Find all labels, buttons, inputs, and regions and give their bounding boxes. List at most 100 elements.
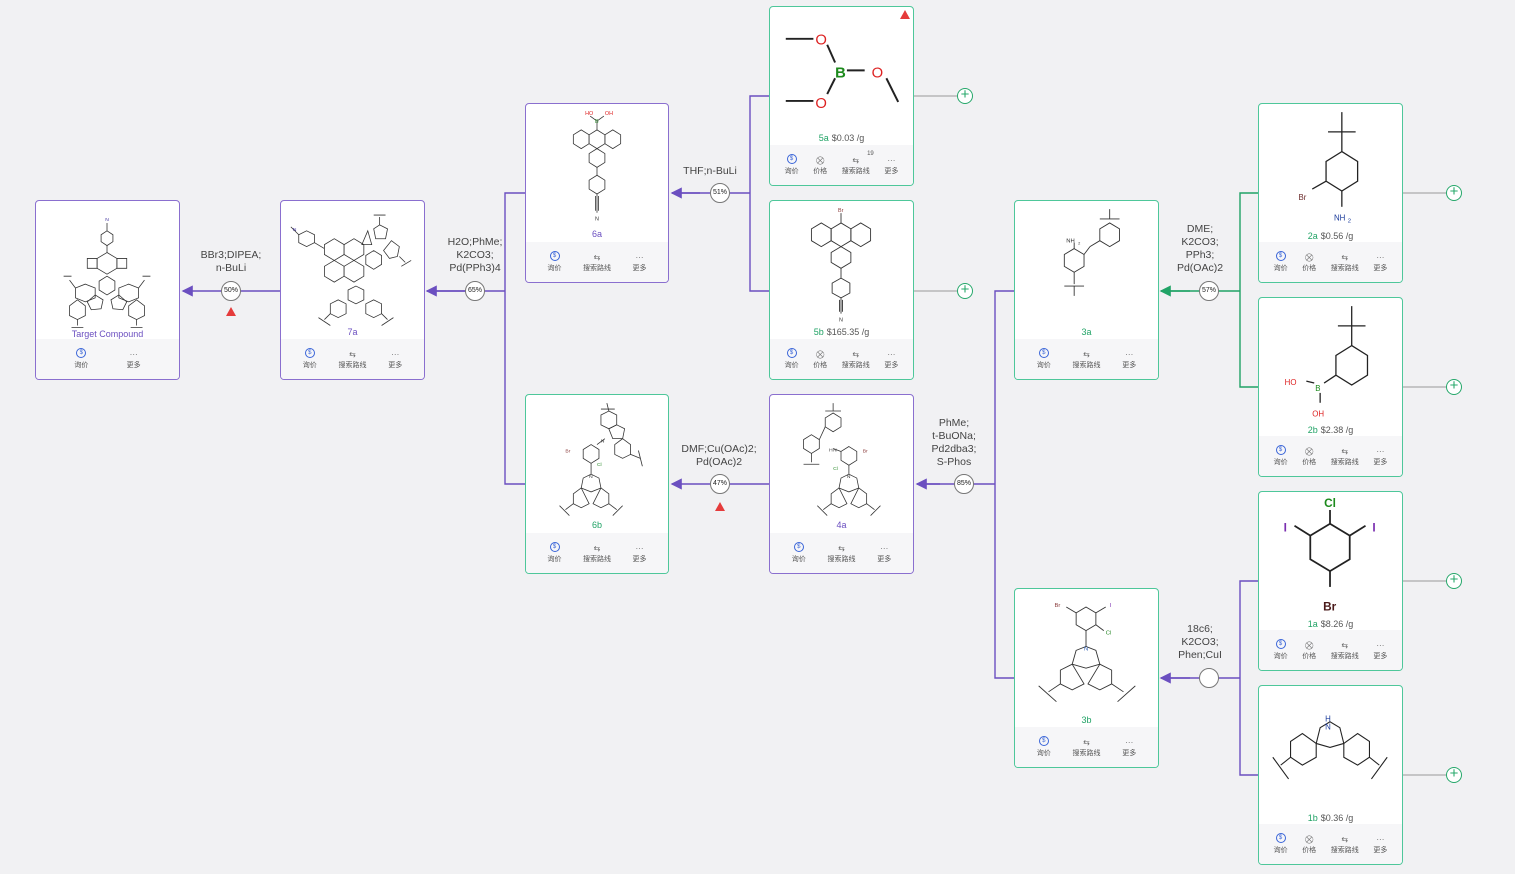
more-button[interactable]: ··· 更多 <box>1373 640 1388 660</box>
expand-5b-button[interactable]: + <box>957 282 973 299</box>
yield-badge-r1[interactable]: 50% <box>221 281 241 301</box>
more-button[interactable]: ··· 更多 <box>884 155 899 175</box>
inquire-price-button[interactable]: $ 询价 <box>1273 251 1288 272</box>
cart-icon: ⛒ <box>1305 640 1314 650</box>
inquire-price-button[interactable]: $ 询价 <box>1036 348 1051 369</box>
molecule-structure: O B O O <box>770 7 913 185</box>
node-card-5a[interactable]: O B O O 5a$0.03 /g $ 询价 ⛒ 价格 ⇆ 19 搜索路线 ·… <box>769 6 914 186</box>
warning-triangle-icon[interactable] <box>715 502 725 511</box>
price-button[interactable]: ⛒ 价格 <box>1302 252 1317 272</box>
search-route-button[interactable]: ⇆ 搜索路线 <box>1072 349 1101 369</box>
node-card-7a[interactable]: N 7a $ 询价 ⇆ 搜索路线 ··· 更多 <box>280 200 425 380</box>
inquire-price-button[interactable]: $ 询价 <box>547 542 562 563</box>
node-card-1a[interactable]: Cl I I Br 1a$8.26 /g $ 询价 ⛒ 价格 ⇆ 搜索路线 ··… <box>1258 491 1403 671</box>
node-card-6b[interactable]: Br Cl N N 6b $ 询价 ⇆ 搜索路线 ··· 更多 <box>525 394 669 574</box>
more-dots-icon: ··· <box>887 349 896 359</box>
inquire-price-button[interactable]: $ 询价 <box>1273 445 1288 466</box>
molecule-structure: H N Br Cl N <box>770 395 913 573</box>
price-button[interactable]: ⛒ 价格 <box>813 155 828 175</box>
search-route-button[interactable]: ⇆ 搜索路线 <box>1330 446 1359 466</box>
compound-label: 7a <box>347 327 358 337</box>
svg-text:Cl: Cl <box>1106 631 1112 637</box>
inquire-price-button[interactable]: $ 询价 <box>1273 833 1288 854</box>
node-card-2b[interactable]: HO B OH 2b$2.38 /g $ 询价 ⛒ 价格 ⇆ 搜索路线 ··· … <box>1258 297 1403 477</box>
price-button[interactable]: ⛒ 价格 <box>813 349 828 369</box>
search-route-button[interactable]: ⇆ 搜索路线 <box>583 543 611 563</box>
inquire-price-button[interactable]: $ 询价 <box>1036 736 1051 757</box>
compound-label: 5a$0.03 /g <box>818 133 865 143</box>
svg-text:O: O <box>815 96 827 112</box>
inquire-price-button[interactable]: $ 询价 <box>784 348 799 369</box>
yield-badge-r3[interactable]: 51% <box>710 183 730 203</box>
card-actions: $ 询价 ⛒ 价格 ⇆ 19 搜索路线 ··· 更多 <box>770 145 913 185</box>
more-button[interactable]: ··· 更多 <box>1122 349 1137 369</box>
node-card-1b[interactable]: H N 1b$0.36 /g $ 询价 ⛒ 价格 ⇆ 搜索路线 ··· 更多 <box>1258 685 1403 865</box>
node-card-3b[interactable]: Br I Cl N 3b $ 询价 ⇆ 搜索路线 ··· 更多 <box>1014 588 1159 768</box>
more-button[interactable]: ··· 更多 <box>126 349 141 369</box>
node-card-2a[interactable]: Br NH 2 2a$0.56 /g $ 询价 ⛒ 价格 ⇆ 搜索路线 ··· … <box>1258 103 1403 283</box>
node-card-6a[interactable]: HO OH B N 6a $ 询价 ⇆ 搜索路线 ··· 更多 <box>525 103 669 283</box>
inquire-price-button[interactable]: $ 询价 <box>1273 639 1288 660</box>
yield-badge-r2[interactable]: 65% <box>465 281 485 301</box>
price-button[interactable]: ⛒ 价格 <box>1302 446 1317 466</box>
node-card-target-compound[interactable]: N Target Compound $ 询价 ··· 更多 <box>35 200 180 380</box>
more-button[interactable]: ··· 更多 <box>388 349 403 369</box>
reaction-conditions-r2: H2O;PhMe; K2CO3; Pd(PPh3)4 <box>447 236 503 274</box>
inquire-price-button[interactable]: $ 询价 <box>791 542 806 563</box>
node-card-3a[interactable]: NH 2 3a $ 询价 ⇆ 搜索路线 ··· 更多 <box>1014 200 1159 380</box>
more-button[interactable]: ··· 更多 <box>632 252 647 272</box>
search-route-button[interactable]: ⇆ 搜索路线 <box>1072 737 1101 757</box>
inquire-price-button[interactable]: $ 询价 <box>302 348 317 369</box>
coin-icon: $ <box>786 154 797 164</box>
search-route-button[interactable]: ⇆ 搜索路线 <box>1330 834 1359 854</box>
search-route-button[interactable]: ⇆ 搜索路线 <box>1330 640 1359 660</box>
search-route-button[interactable]: ⇆ 搜索路线 <box>841 349 870 369</box>
search-route-button[interactable]: ⇆ 搜索路线 <box>338 349 367 369</box>
expand-1a-button[interactable]: + <box>1446 572 1462 589</box>
inquire-price-button[interactable]: $ 询价 <box>74 348 89 369</box>
more-button[interactable]: ··· 更多 <box>632 543 647 563</box>
svg-text:Cl: Cl <box>597 462 602 468</box>
node-card-5b[interactable]: Br N 5b$165.35 /g $ 询价 ⛒ 价格 ⇆ 搜索路线 ··· 更… <box>769 200 914 380</box>
more-button[interactable]: ··· 更多 <box>1373 834 1388 854</box>
expand-2b-button[interactable]: + <box>1446 378 1462 395</box>
search-route-button[interactable]: ⇆ 搜索路线 <box>1330 252 1359 272</box>
expand-2a-button[interactable]: + <box>1446 184 1462 201</box>
route-search-icon: ⇆ <box>852 349 860 359</box>
more-button[interactable]: ··· 更多 <box>1373 446 1388 466</box>
more-dots-icon: ··· <box>1125 349 1134 359</box>
card-actions: $ 询价 ⇆ 搜索路线 ··· 更多 <box>1015 339 1158 379</box>
compound-label: 5b$165.35 /g <box>813 327 870 337</box>
warning-triangle-icon[interactable] <box>900 10 910 19</box>
reaction-conditions-r5: PhMe; t-BuONa; Pd2dba3; S-Phos <box>931 417 977 468</box>
coin-icon: $ <box>304 348 315 358</box>
reaction-conditions-r3: THF;n-BuLi <box>683 165 737 177</box>
yield-badge-r6[interactable]: 57% <box>1199 281 1219 301</box>
search-route-button[interactable]: ⇆ 搜索路线 <box>827 543 856 563</box>
compound-label: 3b <box>1081 715 1092 725</box>
more-button[interactable]: ··· 更多 <box>1373 252 1388 272</box>
price-button[interactable]: ⛒ 价格 <box>1302 834 1317 854</box>
route-search-icon: ⇆ <box>838 543 845 553</box>
node-card-4a[interactable]: H N Br Cl N 4a $ 询价 ⇆ 搜索路线 ··· 更多 <box>769 394 914 574</box>
more-button[interactable]: ··· 更多 <box>877 543 892 563</box>
search-route-button[interactable]: ⇆ 19 搜索路线 <box>841 150 874 175</box>
more-button[interactable]: ··· 更多 <box>1122 737 1137 757</box>
inquire-price-button[interactable]: $ 询价 <box>547 251 562 272</box>
svg-text:I: I <box>1110 603 1112 609</box>
yield-badge-r4[interactable]: 47% <box>710 474 730 494</box>
yield-badge-r5[interactable]: 85% <box>954 474 974 494</box>
card-actions: $ 询价 ⇆ 搜索路线 ··· 更多 <box>281 339 424 379</box>
cart-icon: ⛒ <box>1305 252 1314 262</box>
inquire-price-button[interactable]: $ 询价 <box>784 154 799 175</box>
coin-icon: $ <box>549 251 560 261</box>
svg-text:Br: Br <box>863 448 868 454</box>
more-button[interactable]: ··· 更多 <box>884 349 899 369</box>
yield-badge-r7[interactable] <box>1199 668 1219 688</box>
expand-1b-button[interactable]: + <box>1446 766 1462 783</box>
more-dots-icon: ··· <box>1376 252 1385 262</box>
price-button[interactable]: ⛒ 价格 <box>1302 640 1317 660</box>
warning-triangle-icon[interactable] <box>226 307 236 316</box>
expand-5a-button[interactable]: + <box>957 87 973 104</box>
search-route-button[interactable]: ⇆ 搜索路线 <box>583 252 611 272</box>
